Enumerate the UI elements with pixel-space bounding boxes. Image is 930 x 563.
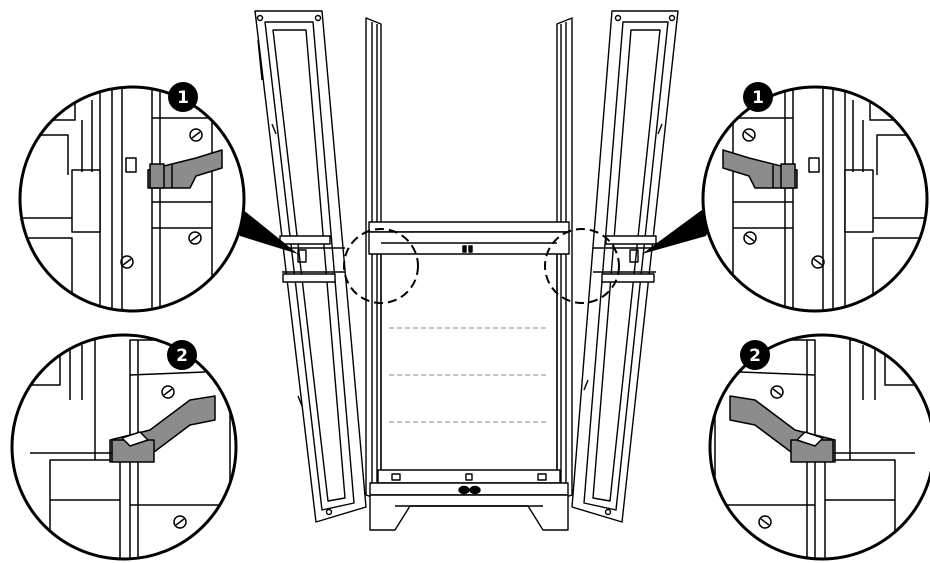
step-badge-right-1: 1: [743, 82, 773, 112]
step-badge-left-2: 2: [167, 340, 197, 370]
detail-view-right-step-2: [708, 333, 930, 561]
detail-view-left-step-1: [18, 85, 246, 313]
shelf-guide-lines: [389, 327, 548, 423]
right-hinge-detail-marker: [544, 228, 620, 304]
right-door: [571, 10, 679, 523]
step-badge-left-1: 1: [168, 82, 198, 112]
step-number: 1: [177, 88, 189, 108]
left-door: [254, 10, 367, 523]
detail-view-right-step-1: [701, 85, 929, 313]
step-number: 2: [749, 346, 761, 366]
step-number: 2: [176, 346, 188, 366]
step-badge-right-2: 2: [740, 340, 770, 370]
step-number: 1: [752, 88, 764, 108]
right-callout-pointer: [642, 196, 721, 254]
left-hinge-detail-marker: [343, 228, 419, 304]
cabinet-body: [365, 17, 573, 531]
cabinet-illustration: [254, 10, 679, 531]
detail-view-left-step-2: [10, 333, 238, 561]
